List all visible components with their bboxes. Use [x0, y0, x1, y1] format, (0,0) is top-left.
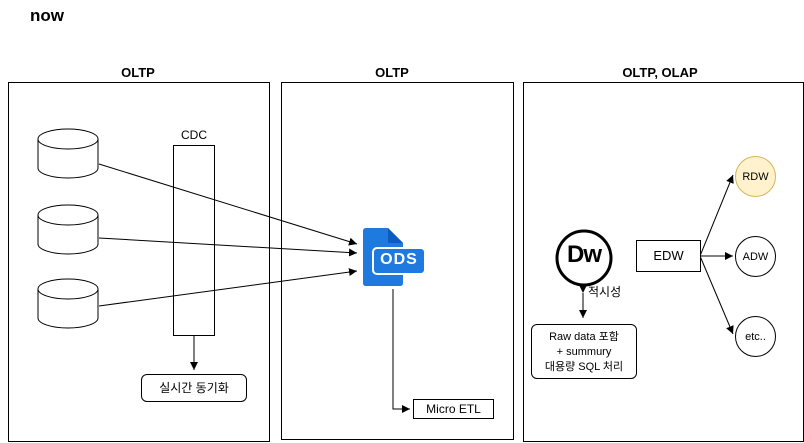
panel-label-oltp-olap: OLTP, OLAP: [622, 65, 698, 80]
timeliness-label: 적시성: [588, 285, 622, 299]
ods-icon-label: ODS: [380, 251, 418, 268]
rdw-node: RDW: [735, 156, 776, 197]
raw-data-line-1: Raw data 포함: [549, 331, 619, 343]
realtime-sync-box: 실시간 동기화: [141, 374, 247, 402]
cdc-box: [173, 145, 215, 336]
arrow-db1-to-ods: [98, 163, 358, 246]
ods-file-icon: [363, 228, 426, 286]
panel-label-oltp-1: OLTP: [121, 65, 155, 80]
adw-node: ADW: [735, 236, 776, 277]
etc-node: etc..: [735, 316, 776, 357]
edw-box: EDW: [636, 240, 701, 272]
database-icon-3: [37, 278, 99, 329]
cdc-label: CDC: [181, 128, 207, 142]
raw-data-line-3: 대용량 SQL 처리: [544, 361, 624, 373]
panel-label-oltp-2: OLTP: [375, 65, 409, 80]
raw-data-box: Raw data 포함 + summury 대용량 SQL 처리: [531, 324, 637, 379]
arrow-edw-to-rdw: [699, 174, 734, 257]
arrow-edw-to-etc: [699, 255, 734, 335]
page-title: now: [30, 6, 64, 25]
raw-data-line-2: + summury: [556, 346, 612, 358]
arrow-db2-to-ods: [98, 237, 358, 257]
arrow-ods-to-micro-etl: [392, 289, 410, 413]
database-icon-1: [37, 128, 99, 179]
arrow-db3-to-ods: [98, 268, 358, 307]
micro-etl-box: Micro ETL: [413, 399, 494, 419]
dw-logo-text: Dw: [567, 241, 602, 268]
database-icon-2: [37, 204, 99, 255]
